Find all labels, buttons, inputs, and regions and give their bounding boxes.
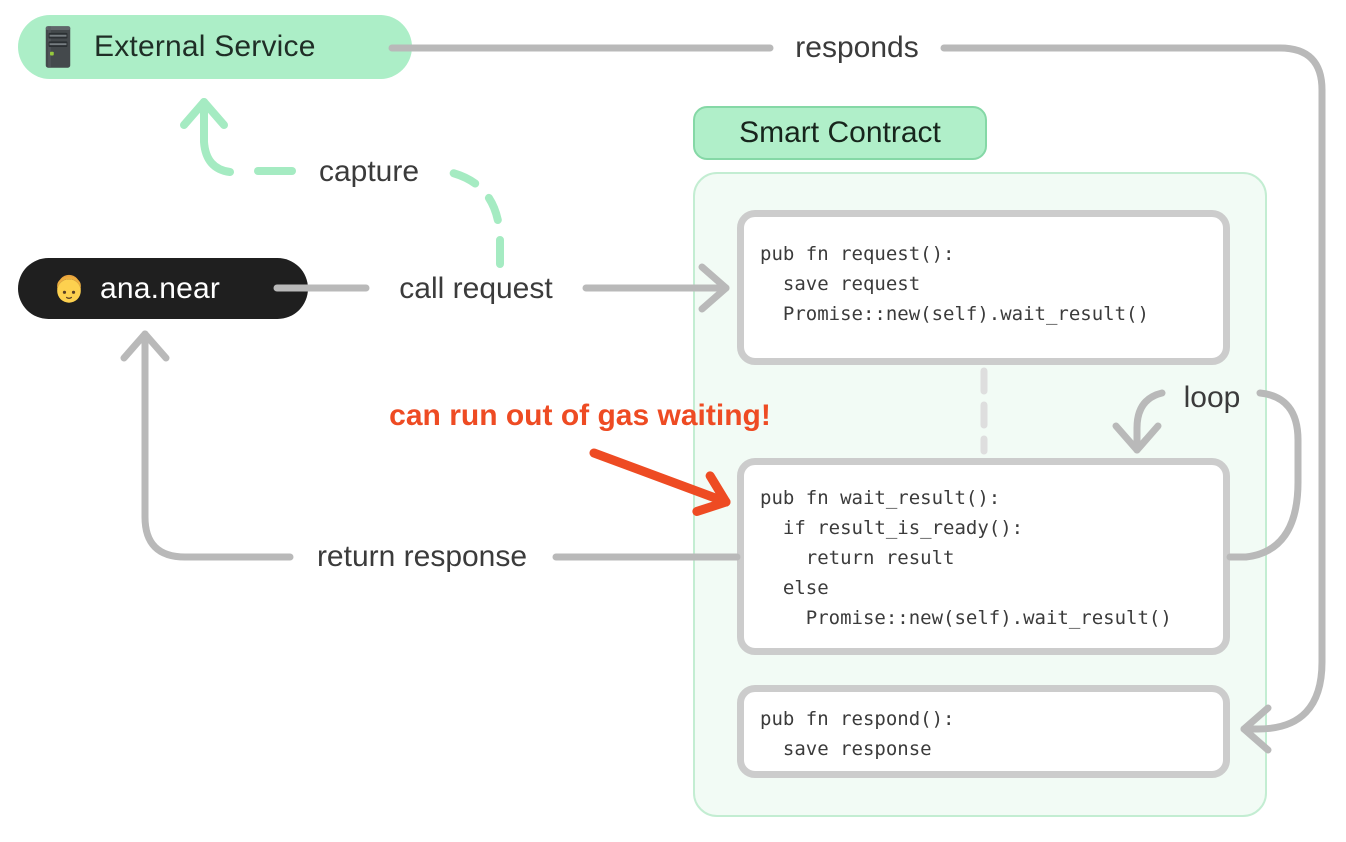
user-label: ana.near: [100, 271, 221, 305]
smart-contract-label: Smart Contract: [739, 116, 941, 149]
server-icon: [42, 25, 74, 69]
code-request: pub fn request(): save request Promise::…: [760, 243, 1149, 325]
person-icon: [52, 272, 86, 306]
edge-return-response: [120, 330, 741, 561]
code-wait-result: pub fn wait_result(): if result_is_ready…: [760, 487, 1172, 629]
external-service-label: External Service: [94, 30, 316, 63]
edge-label-responds: responds: [795, 31, 919, 64]
warning-annotation: can run out of gas waiting!: [389, 399, 771, 432]
edge-label-loop: loop: [1183, 381, 1241, 414]
code-box-respond: pub fn respond(): save response: [737, 685, 1230, 778]
edge-label-capture: capture: [318, 155, 420, 188]
code-box-wait-result: pub fn wait_result(): if result_is_ready…: [737, 458, 1230, 655]
code-respond: pub fn respond(): save response: [760, 708, 955, 760]
code-box-request: pub fn request(): save request Promise::…: [737, 210, 1230, 365]
smart-contract-badge: Smart Contract: [693, 106, 987, 160]
external-service-node: External Service: [18, 15, 412, 79]
user-node: ana.near: [18, 258, 308, 319]
edge-label-return-response: return response: [316, 540, 528, 573]
edge-label-call-request: call request: [399, 272, 553, 305]
